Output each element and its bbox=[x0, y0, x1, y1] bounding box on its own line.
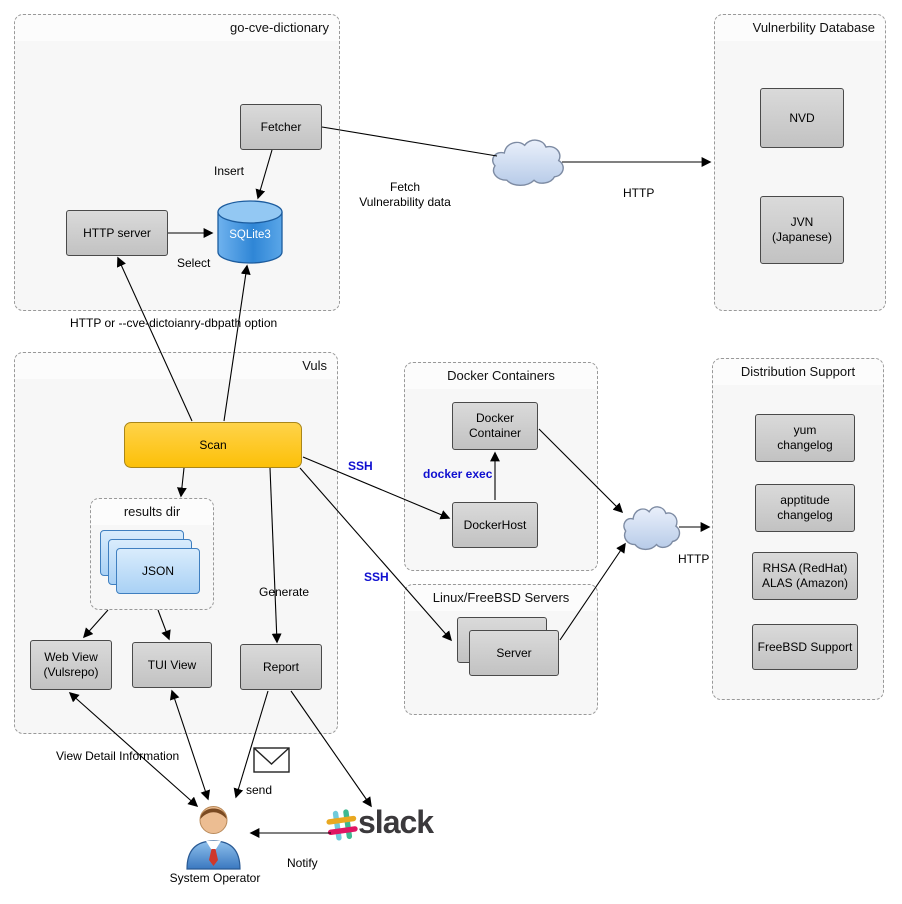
label-send: send bbox=[246, 783, 273, 797]
node-docker-container: Docker Container bbox=[452, 402, 538, 450]
group-docker-containers-title: Docker Containers bbox=[405, 363, 597, 389]
label-docker-exec: docker exec bbox=[423, 467, 493, 481]
node-server: Server bbox=[469, 630, 559, 676]
label-generate: Generate bbox=[259, 585, 310, 599]
system-operator-label: System Operator bbox=[169, 871, 261, 885]
label-ssh-linux: SSH bbox=[364, 570, 389, 584]
node-tui-view: TUI View bbox=[132, 642, 212, 688]
group-distribution-support-title: Distribution Support bbox=[713, 359, 883, 385]
node-json: JSON bbox=[116, 548, 200, 594]
node-sqlite3-label: SQLite3 bbox=[229, 229, 271, 241]
group-vulnerability-database: Vulnerbility Database bbox=[714, 14, 886, 311]
label-notify: Notify bbox=[287, 856, 318, 870]
node-jvn: JVN (Japanese) bbox=[760, 196, 844, 264]
group-results-dir-title: results dir bbox=[91, 499, 213, 525]
group-vuls-title: Vuls bbox=[15, 353, 337, 379]
label-http-right: HTTP bbox=[678, 552, 710, 566]
node-rhsa-alas: RHSA (RedHat) ALAS (Amazon) bbox=[752, 552, 858, 600]
label-insert: Insert bbox=[214, 164, 245, 178]
cloud-icon-right bbox=[624, 507, 680, 550]
slack-hash-icon bbox=[326, 809, 358, 841]
node-scan: Scan bbox=[124, 422, 302, 468]
label-ssh-docker: SSH bbox=[348, 459, 373, 473]
slack-logo-text: slack bbox=[358, 804, 434, 840]
cloud-icon-top bbox=[493, 140, 564, 185]
node-http-server: HTTP server bbox=[66, 210, 168, 256]
group-go-cve-dictionary-title: go-cve-dictionary bbox=[15, 15, 339, 41]
person-icon bbox=[186, 806, 241, 870]
node-nvd: NVD bbox=[760, 88, 844, 148]
envelope-icon bbox=[253, 747, 290, 773]
node-yum-changelog: yum changelog bbox=[755, 414, 855, 462]
node-report: Report bbox=[240, 644, 322, 690]
label-http-dbpath-option: HTTP or --cve-dictoianry-dbpath option bbox=[70, 316, 278, 330]
group-linux-freebsd-servers-title: Linux/FreeBSD Servers bbox=[405, 585, 597, 611]
label-http-top: HTTP bbox=[623, 186, 655, 200]
label-fetch-vulnerability-data: Fetch Vulnerability data bbox=[359, 180, 451, 209]
label-view-detail-information: View Detail Information bbox=[56, 749, 180, 763]
node-web-view: Web View (Vulsrepo) bbox=[30, 640, 112, 690]
node-apptitude-changelog: apptitude changelog bbox=[755, 484, 855, 532]
node-fetcher: Fetcher bbox=[240, 104, 322, 150]
group-vulnerability-database-title: Vulnerbility Database bbox=[715, 15, 885, 41]
label-select: Select bbox=[177, 256, 211, 270]
node-docker-host: DockerHost bbox=[452, 502, 538, 548]
node-freebsd-support: FreeBSD Support bbox=[752, 624, 858, 670]
